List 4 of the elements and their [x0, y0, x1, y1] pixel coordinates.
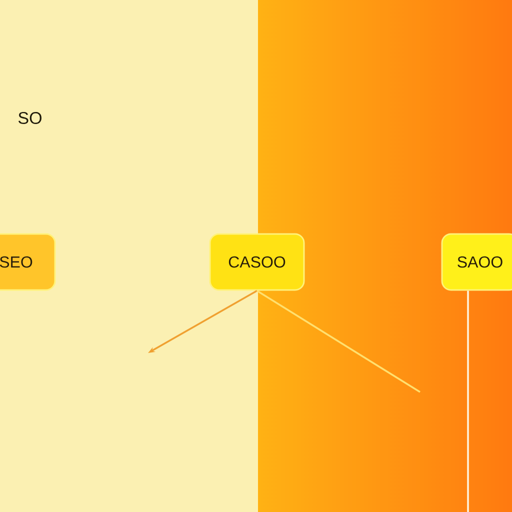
process-box: SEO	[0, 233, 56, 291]
process-box: SAOO	[441, 233, 512, 291]
process-box: CASOO	[209, 233, 305, 291]
label: SO	[18, 112, 42, 124]
